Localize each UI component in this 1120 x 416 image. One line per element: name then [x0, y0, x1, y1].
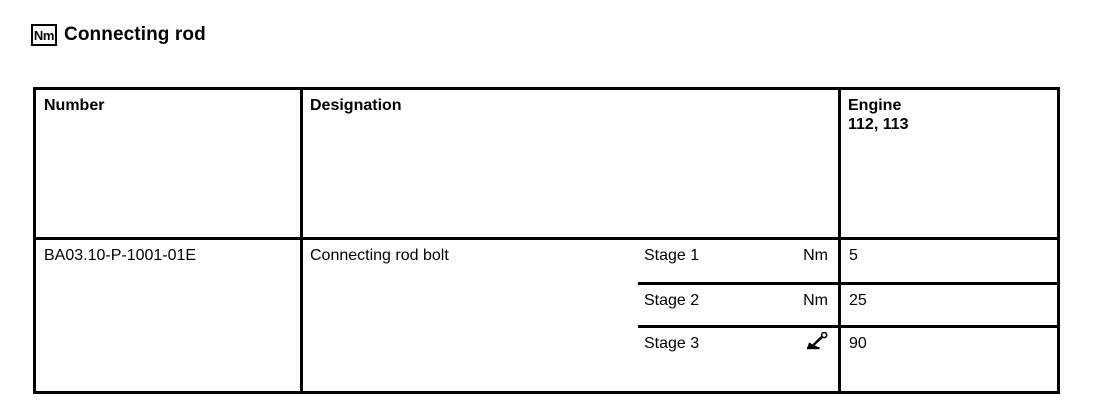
- stage-label-1: Stage 1: [644, 247, 700, 264]
- torque-specification-table: Number Designation Engine 112, 113 BA03.…: [33, 87, 1060, 394]
- page-title-text: Connecting rod: [64, 24, 206, 45]
- column-divider-number-designation: [300, 90, 303, 391]
- column-header-number: Number: [44, 97, 105, 114]
- torque-nm-icon: Nm: [31, 24, 57, 46]
- table-header-row: Number Designation Engine 112, 113: [36, 90, 1057, 240]
- stage-row-2: Stage 2 Nm 25: [638, 282, 1057, 325]
- page-title: Nm Connecting rod: [31, 24, 206, 46]
- column-header-engine-line2: 112, 113: [848, 116, 909, 133]
- torque-nm-icon-label: Nm: [33, 27, 55, 43]
- column-header-engine-line1: Engine: [848, 97, 902, 114]
- stage-unit-3: [758, 331, 828, 355]
- stage-label-3: Stage 3: [644, 335, 700, 352]
- cell-designation: Connecting rod bolt: [310, 247, 449, 264]
- stage-list: Stage 1 Nm 5 Stage 2 Nm 25 Stage 3: [638, 240, 1057, 391]
- stage-value-2: 25: [849, 292, 867, 309]
- column-header-engine: Engine 112, 113: [848, 96, 909, 134]
- stage-label-2: Stage 2: [644, 292, 700, 309]
- torque-angle-icon: [806, 331, 828, 355]
- stage-row-3: Stage 3 90: [638, 325, 1057, 368]
- table-row: BA03.10-P-1001-01E Connecting rod bolt S…: [36, 240, 1057, 391]
- stage-row-1: Stage 1 Nm 5: [638, 240, 1057, 283]
- stage-unit-1: Nm: [803, 247, 828, 264]
- stage-value-3: 90: [849, 335, 867, 352]
- stage-value-1: 5: [849, 247, 858, 264]
- cell-part-number: BA03.10-P-1001-01E: [44, 247, 197, 264]
- column-header-designation: Designation: [310, 97, 402, 114]
- stage-unit-2: Nm: [803, 292, 828, 309]
- column-divider-unit-engine: [838, 90, 841, 391]
